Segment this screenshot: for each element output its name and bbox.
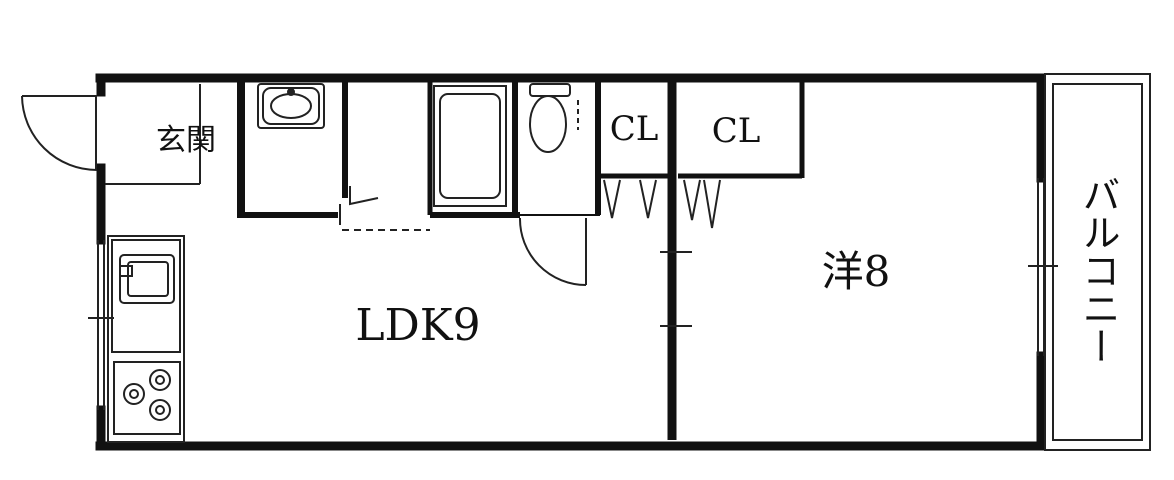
closet-left-doors: [603, 179, 657, 219]
wash-basin-icon: [257, 83, 325, 129]
outer-walls: [95, 73, 1046, 451]
washroom-sliding-door: [339, 186, 430, 231]
closet-right: [678, 78, 805, 179]
entrance-partition: [105, 84, 201, 185]
balcony: [1044, 73, 1151, 451]
toilet-icon: [529, 83, 579, 153]
bathtub-icon: [433, 85, 507, 207]
kitchen-counter: [107, 235, 185, 443]
balcony-label: バルコニー: [1076, 175, 1120, 365]
kitchen-sink-icon: [119, 254, 175, 304]
entrance-door: [21, 95, 98, 171]
partition-door-ticks: [660, 251, 692, 327]
gas-stove-icon: [113, 361, 181, 435]
closet-right-label: CL: [712, 111, 761, 151]
wet-area-walls: [237, 78, 601, 218]
closet-left: [600, 78, 677, 440]
closet-right-doors: [683, 179, 721, 229]
kitchen-window: [88, 240, 114, 410]
toilet-door: [518, 217, 587, 286]
entrance-label: 玄関: [156, 123, 216, 158]
western-room-label: 洋8: [822, 247, 891, 296]
ldk-label: LDK9: [355, 300, 480, 351]
closet-left-label: CL: [610, 109, 659, 149]
